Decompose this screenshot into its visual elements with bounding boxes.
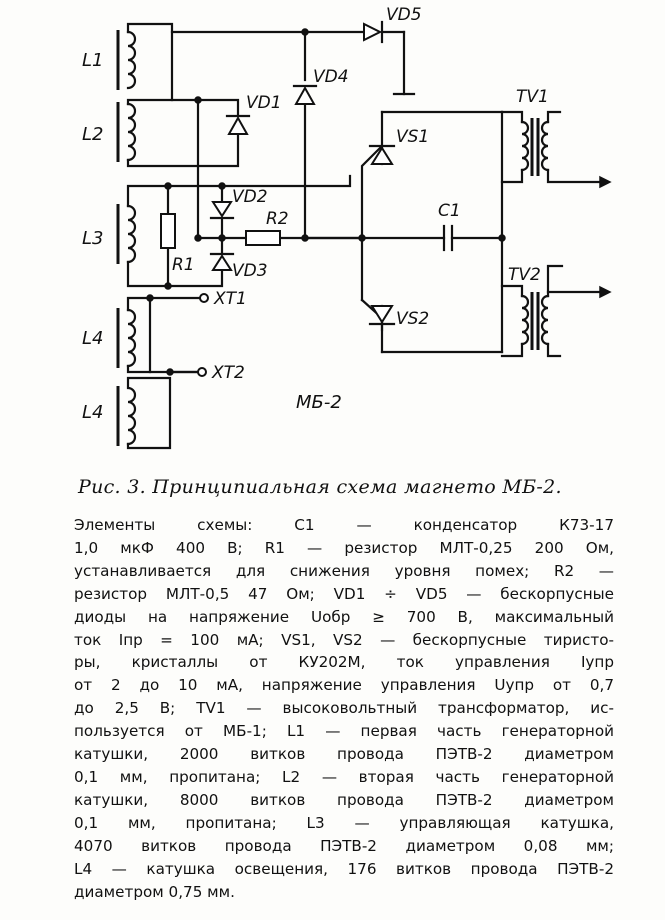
label-vd3: VD3	[232, 261, 268, 281]
figure-caption: Рис. 3. Принципиальная схема магнето МБ-…	[78, 476, 562, 498]
resistor-r1	[160, 213, 176, 249]
thyristor-vs1	[368, 144, 396, 165]
description-line: 0,1 мм, пропитана; L3 — управляющая кату…	[74, 813, 614, 832]
description-line: Элементы схемы: C1 — конденсатор К73-17	[74, 516, 614, 534]
coil-l4-lower	[116, 386, 137, 446]
coil-l4-upper	[116, 308, 137, 368]
description-line: ток Iпр = 100 мА; VS1, VS2 — бескорпусны…	[74, 630, 614, 649]
description-line: 0,1 мм, пропитана; L2 — вторая часть ген…	[74, 767, 614, 786]
terminal-xt2	[197, 367, 207, 377]
description-line: диаметром 0,75 мм.	[74, 882, 235, 901]
description-line: 4070 витков провода ПЭТВ-2 диаметром 0,0…	[74, 836, 614, 855]
label-l1: L1	[82, 50, 103, 71]
description-line: устанавливается для снижения уровня поме…	[74, 561, 614, 580]
diagram-title: МБ-2	[296, 392, 342, 413]
label-xt1: XT1	[213, 289, 247, 309]
label-c1: C1	[438, 201, 461, 221]
label-r2: R2	[266, 209, 289, 229]
label-l4-upper: L4	[82, 328, 103, 349]
description-text: Элементы схемы: C1 — конденсатор К73-17 …	[74, 514, 614, 903]
label-xt2: XT2	[211, 363, 245, 383]
description-line: катушки, 8000 витков провода ПЭТВ-2 диам…	[74, 790, 614, 809]
label-vd4: VD4	[313, 67, 349, 87]
coil-l2	[116, 102, 137, 162]
description-line: 1,0 мкФ 400 В; R1 — резистор МЛТ-0,25 20…	[74, 538, 614, 557]
diode-vd5	[363, 20, 384, 44]
description-line: диоды на напряжение Uобр ≥ 700 В, максим…	[74, 607, 614, 626]
description-line: ры, кристаллы от КУ202М, ток управления …	[74, 653, 614, 672]
terminal-xt1	[199, 293, 209, 303]
label-tv1: TV1	[516, 87, 549, 107]
wiring	[126, 22, 504, 450]
diode-vd4	[292, 84, 318, 105]
diode-vd1	[225, 114, 251, 135]
diode-vd3	[209, 252, 235, 271]
capacitor-c1	[442, 224, 454, 252]
label-r1: R1	[172, 255, 195, 275]
description-line: L4 — катушка освещения, 176 витков прово…	[74, 859, 614, 878]
label-tv2: TV2	[508, 265, 541, 285]
label-vd2: VD2	[232, 187, 268, 207]
label-l4-lower: L4	[82, 402, 103, 423]
label-vs2: VS2	[396, 309, 429, 329]
coil-l3	[116, 204, 137, 264]
label-vs1: VS1	[396, 127, 429, 147]
description-line: катушки, 2000 витков провода ПЭТВ-2 диам…	[74, 745, 614, 764]
transformer-tv1	[500, 110, 612, 189]
label-vd5: VD5	[386, 5, 422, 25]
description-line: от 2 до 10 мА, напряжение управления Uуп…	[74, 676, 614, 695]
thyristor-vs2	[368, 305, 396, 326]
diode-vd2	[209, 201, 235, 220]
description-line: резистор МЛТ-0,5 47 Ом; VD1 ÷ VD5 — беск…	[74, 584, 614, 603]
description-line: до 2,5 В; TV1 — высоковольтный трансформ…	[74, 699, 614, 718]
coil-l1	[116, 30, 137, 90]
label-vd1: VD1	[246, 93, 282, 113]
schematic-diagram: L1 L2 L3 L4 L4 VD1 VD2 VD3 VD4 VD5 R1 R2…	[82, 5, 612, 450]
transformer-tv2	[500, 264, 612, 358]
junction-dots	[146, 28, 506, 376]
resistor-r2	[245, 230, 281, 246]
description-line: пользуется от МБ-1; L1 — первая часть ге…	[74, 722, 614, 741]
label-l2: L2	[82, 124, 103, 145]
label-l3: L3	[82, 228, 103, 249]
